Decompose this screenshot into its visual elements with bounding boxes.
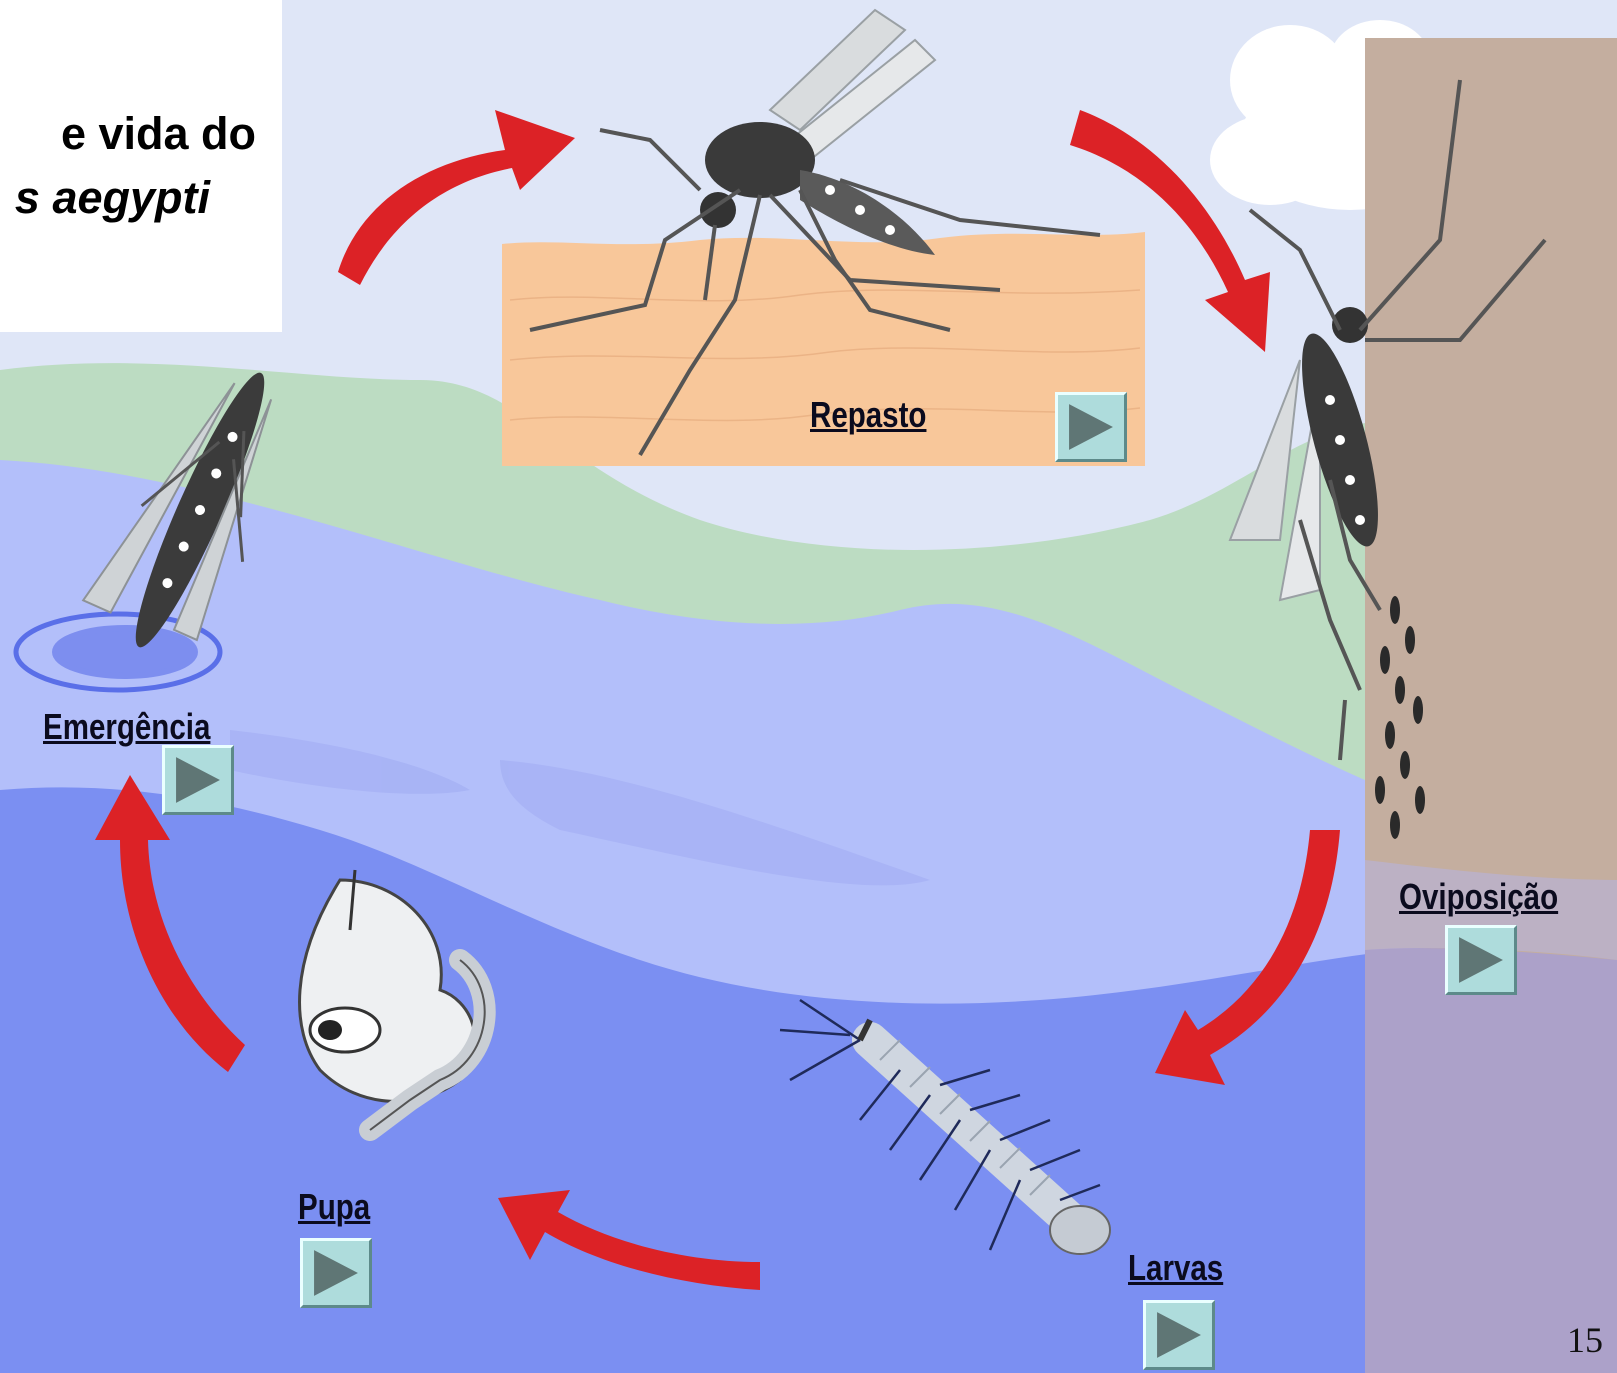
play-icon: [165, 748, 231, 812]
larvas-play-button[interactable]: [1143, 1300, 1215, 1370]
stage-label-larvas[interactable]: Larvas: [1128, 1247, 1223, 1289]
play-icon: [303, 1241, 369, 1305]
repasto-play-button[interactable]: [1055, 392, 1127, 462]
stage-label-emergencia[interactable]: Emergência: [43, 706, 210, 748]
stage-label-pupa[interactable]: Pupa: [298, 1186, 370, 1228]
stage-label-oviposicao[interactable]: Oviposição: [1399, 876, 1558, 918]
page-number: 15: [1567, 1319, 1603, 1361]
play-icon: [1146, 1303, 1212, 1367]
play-icon: [1448, 928, 1514, 992]
play-icon: [1058, 395, 1124, 459]
emergencia-play-button[interactable]: [162, 745, 234, 815]
pupa-play-button[interactable]: [300, 1238, 372, 1308]
title-line-2: s aegypti: [15, 172, 210, 224]
title-box: e vida do s aegypti: [0, 0, 282, 332]
oviposicao-play-button[interactable]: [1445, 925, 1517, 995]
stage-label-repasto[interactable]: Repasto: [810, 394, 926, 436]
tree-trunk-water-overlay: [1365, 948, 1617, 1373]
title-line-1: e vida do: [61, 108, 256, 160]
